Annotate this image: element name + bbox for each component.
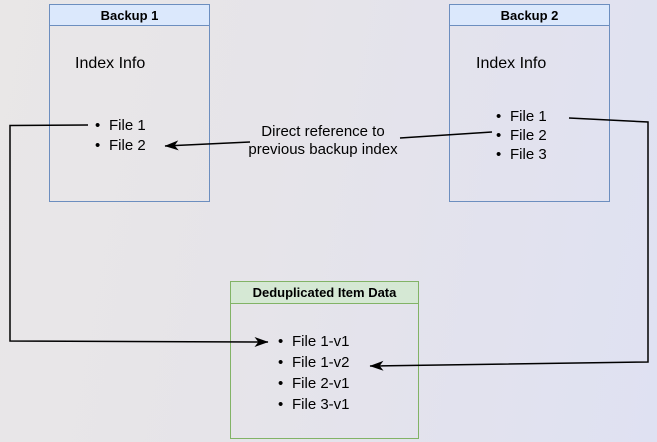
backup1-file-list: • File 1 • File 2 — [95, 116, 146, 156]
list-item: • File 1-v1 — [278, 331, 350, 352]
dedup-file-1-v2: File 1-v2 — [292, 354, 350, 371]
backup1-title: Backup 1 — [100, 7, 159, 23]
bullet-icon: • — [95, 117, 101, 134]
dedup-title: Deduplicated Item Data — [252, 285, 397, 300]
backup2-file-2: File 2 — [510, 127, 547, 144]
bullet-icon: • — [278, 333, 284, 350]
backup1-box: Backup 1 Index Info • File 1 • File 2 — [49, 4, 210, 202]
bullet-icon: • — [95, 137, 101, 154]
backup2-file-3: File 3 — [510, 146, 547, 163]
dedup-file-3-v1: File 3-v1 — [292, 396, 350, 413]
list-item: • File 2 — [95, 136, 146, 156]
backup2-title: Backup 2 — [500, 7, 559, 23]
dedup-file-1-v1: File 1-v1 — [292, 333, 350, 350]
dedup-box: Deduplicated Item Data • File 1-v1 • Fil… — [230, 281, 419, 439]
backup1-index-info-label: Index Info — [75, 55, 146, 72]
backup2-header: Backup 2 — [450, 5, 609, 26]
direct-reference-label: Direct reference to previous backup inde… — [248, 123, 398, 158]
list-item: • File 2 — [496, 126, 547, 145]
backup2-box: Backup 2 Index Info • File 1 • File 2 • … — [449, 4, 610, 202]
dedup-file-2-v1: File 2-v1 — [292, 375, 350, 392]
backup1-file-1: File 1 — [109, 117, 146, 134]
list-item: • File 3-v1 — [278, 394, 350, 415]
bullet-icon: • — [278, 354, 284, 371]
backup1-file-2: File 2 — [109, 137, 146, 154]
backup2-index-info-label: Index Info — [476, 55, 547, 72]
bullet-icon: • — [496, 146, 502, 163]
backup1-header: Backup 1 — [50, 5, 209, 26]
bullet-icon: • — [496, 127, 502, 144]
list-item: • File 3 — [496, 145, 547, 164]
bullet-icon: • — [278, 375, 284, 392]
list-item: • File 1-v2 — [278, 352, 350, 373]
list-item: • File 1 — [95, 116, 146, 136]
dedup-header: Deduplicated Item Data — [231, 282, 418, 304]
list-item: • File 2-v1 — [278, 373, 350, 394]
bullet-icon: • — [278, 396, 284, 413]
list-item: • File 1 — [496, 107, 547, 126]
backup2-file-1: File 1 — [510, 108, 547, 125]
backup2-file-list: • File 1 • File 2 • File 3 — [496, 107, 547, 164]
bullet-icon: • — [496, 108, 502, 125]
dedup-file-list: • File 1-v1 • File 1-v2 • File 2-v1 • Fi… — [278, 331, 350, 415]
